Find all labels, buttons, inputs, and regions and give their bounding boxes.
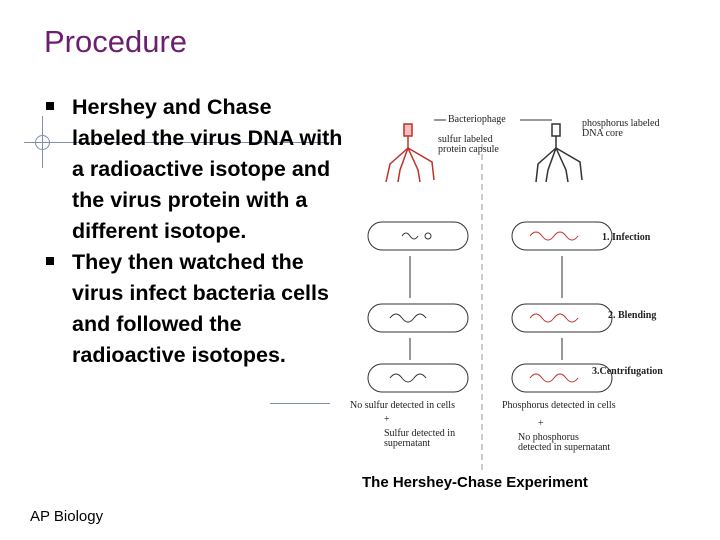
figure-caption: The Hershey-Chase Experiment — [362, 474, 588, 491]
right-blending-cell — [511, 303, 613, 333]
phage-right-icon — [535, 123, 583, 183]
label-sulfur-detected: Sulfur detected in — [384, 428, 455, 439]
step-centrifugation: 3.Centrifugation — [592, 366, 663, 377]
left-centrifugation-cell — [367, 363, 469, 393]
label-phosphorus-labeled: phosphorus labeled — [582, 118, 660, 129]
left-infection-cell — [367, 221, 469, 251]
bullet-list: Hershey and Chase labeled the virus DNA … — [44, 92, 344, 371]
label-protein-capsule: protein capsule — [438, 144, 499, 155]
label-bacteriophage: Bacteriophage — [448, 114, 506, 125]
square-bullet-icon — [46, 102, 54, 110]
right-centrifugation-cell — [511, 363, 613, 393]
phage-left-icon — [385, 123, 435, 183]
footer-label: AP Biology — [30, 508, 104, 525]
decorative-rule-lower — [270, 403, 330, 404]
decorative-rule — [24, 142, 330, 143]
label-detected-supernatant: detected in supernatant — [518, 442, 610, 453]
label-supernatant-left: supernatant — [384, 438, 430, 449]
right-infection-cell — [511, 221, 613, 251]
label-no-phosphorus: No phosphorus — [518, 432, 579, 443]
bullet-text-1: Hershey and Chase labeled the virus DNA … — [72, 95, 343, 243]
label-no-sulfur: No sulfur detected in cells — [350, 400, 455, 411]
top-bar — [0, 0, 720, 28]
step-blending: 2. Blending — [608, 310, 656, 321]
slide-title: Procedure — [44, 24, 188, 59]
bullet-item: Hershey and Chase labeled the virus DNA … — [44, 92, 344, 247]
bullet-item: They then watched the virus infect bacte… — [44, 247, 344, 371]
square-bullet-icon — [46, 257, 54, 265]
bullet-text-2: They then watched the virus infect bacte… — [72, 250, 329, 367]
hershey-chase-diagram: Bacteriophage sulfur labeled protein cap… — [350, 114, 663, 472]
left-blending-cell — [367, 303, 469, 333]
step-infection: 1. Infection — [602, 232, 651, 243]
label-dna-core: DNA core — [582, 128, 623, 139]
label-plus-right: + — [538, 418, 544, 429]
label-phosphorus-detected: Phosphorus detected in cells — [502, 400, 616, 411]
crosshair-icon — [35, 135, 50, 150]
label-sulfur-labeled: sulfur labeled — [438, 134, 493, 145]
label-plus-left: + — [384, 414, 390, 425]
